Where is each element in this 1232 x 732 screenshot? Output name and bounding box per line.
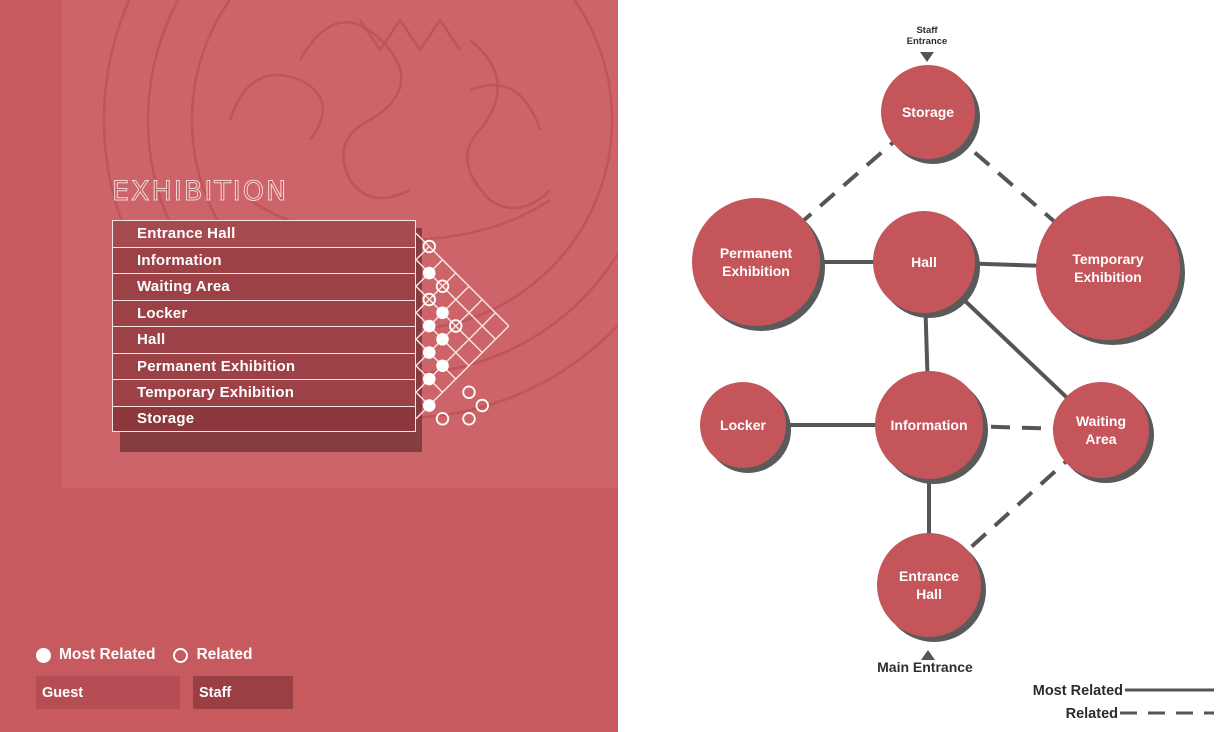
legend-related-label: Related bbox=[196, 646, 253, 663]
bubble-label: Hall bbox=[916, 586, 942, 602]
bubble-locker: Locker bbox=[700, 382, 791, 473]
bubble-label: Exhibition bbox=[1074, 269, 1142, 285]
space-label: Locker bbox=[137, 304, 188, 322]
space-row-waiting-area: Waiting Area bbox=[112, 273, 416, 300]
bubble-label: Locker bbox=[720, 417, 766, 433]
space-label: Temporary Exhibition bbox=[137, 384, 295, 402]
most-related-dot bbox=[436, 332, 449, 346]
matrix-grid-line bbox=[415, 285, 483, 354]
related-dot bbox=[475, 398, 489, 413]
most-related-dot bbox=[422, 266, 436, 280]
related-dot bbox=[435, 279, 450, 293]
bubble-circle bbox=[692, 198, 820, 326]
bubble-circle bbox=[1036, 196, 1180, 340]
exhibition-title: EXHIBITION bbox=[111, 176, 289, 208]
related-dot bbox=[462, 385, 476, 399]
bubble-circle bbox=[700, 382, 786, 468]
related-dot bbox=[422, 292, 436, 307]
bubble-label: Hall bbox=[911, 254, 937, 270]
bubble-label: Permanent bbox=[720, 245, 793, 261]
space-row-hall: Hall bbox=[112, 326, 416, 353]
space-row-information: Information bbox=[112, 246, 416, 273]
most-related-dot bbox=[422, 399, 436, 412]
matrix-grid-line bbox=[415, 338, 457, 380]
legend-most-related-text: Most Related bbox=[1033, 683, 1123, 699]
space-row-temporary-exhibition: Temporary Exhibition bbox=[112, 379, 416, 406]
matrix-grid-line bbox=[415, 245, 430, 261]
connection-lines bbox=[743, 110, 1110, 587]
bubble-label: Storage bbox=[902, 104, 954, 120]
space-row-permanent-exhibition: Permanent Exhibition bbox=[112, 352, 416, 379]
space-label: Entrance Hall bbox=[137, 225, 236, 243]
staff-zone-label: Staff bbox=[193, 676, 293, 709]
main-entrance-arrow-icon bbox=[921, 650, 935, 660]
space-list: Entrance Hall Information Waiting Area L… bbox=[112, 220, 416, 432]
related-dot bbox=[462, 412, 476, 426]
bubble-hall: Hall bbox=[873, 211, 980, 318]
matrix-grid-line bbox=[415, 232, 510, 327]
related-dot bbox=[435, 412, 450, 426]
legend-related-text: Related bbox=[1066, 706, 1118, 722]
bubble-circle bbox=[875, 371, 983, 479]
space-label: Information bbox=[137, 251, 222, 269]
guest-zone-label: Guest bbox=[36, 676, 180, 709]
related-dot bbox=[422, 239, 436, 254]
bubble-label: Information bbox=[891, 417, 968, 433]
space-label: Permanent Exhibition bbox=[137, 357, 296, 375]
space-label: Storage bbox=[137, 410, 195, 428]
bubble-information: Information bbox=[875, 371, 988, 484]
most-related-dot bbox=[436, 306, 449, 320]
bubble-label: Exhibition bbox=[722, 263, 790, 279]
open-circle-icon bbox=[173, 647, 189, 663]
space-row-entrance-hall: Entrance Hall bbox=[112, 220, 416, 247]
space-row-locker: Locker bbox=[112, 299, 416, 326]
relation-legend: Most Related Related bbox=[36, 646, 252, 664]
bubble-circle bbox=[877, 533, 981, 637]
adjacency-matrix-grid bbox=[415, 232, 510, 426]
related-dot bbox=[449, 319, 463, 333]
bubble-label: Temporary bbox=[1072, 251, 1144, 267]
space-label: Hall bbox=[137, 331, 166, 349]
bubble-label: Entrance bbox=[899, 568, 959, 584]
legend-most-related-label: Most Related bbox=[59, 646, 156, 663]
most-related-dot bbox=[436, 359, 449, 373]
most-related-dot bbox=[422, 319, 436, 333]
main-entrance-label: Main Entrance bbox=[877, 659, 973, 675]
staff-entrance-arrow-icon bbox=[920, 52, 934, 62]
bubble-storage: Storage bbox=[881, 65, 980, 164]
space-row-storage: Storage bbox=[112, 405, 416, 432]
matrix-grid-line bbox=[415, 272, 457, 314]
most-related-dot bbox=[422, 372, 436, 386]
staff-entrance-label-line1: Staff bbox=[916, 25, 938, 36]
filled-circle-icon bbox=[36, 647, 51, 663]
most-related-dot bbox=[422, 346, 436, 359]
bubble-label: Waiting bbox=[1076, 413, 1126, 429]
relationship-matrix-panel: EXHIBITION Entrance Hall Information Wai… bbox=[0, 0, 618, 732]
bubble-label: Area bbox=[1085, 431, 1116, 447]
bubble-circle bbox=[881, 65, 975, 159]
staff-entrance-label-line2: Entrance bbox=[907, 36, 948, 47]
bubble-circle bbox=[1053, 382, 1149, 478]
bubble-circle bbox=[873, 211, 975, 313]
space-label: Waiting Area bbox=[137, 278, 230, 296]
